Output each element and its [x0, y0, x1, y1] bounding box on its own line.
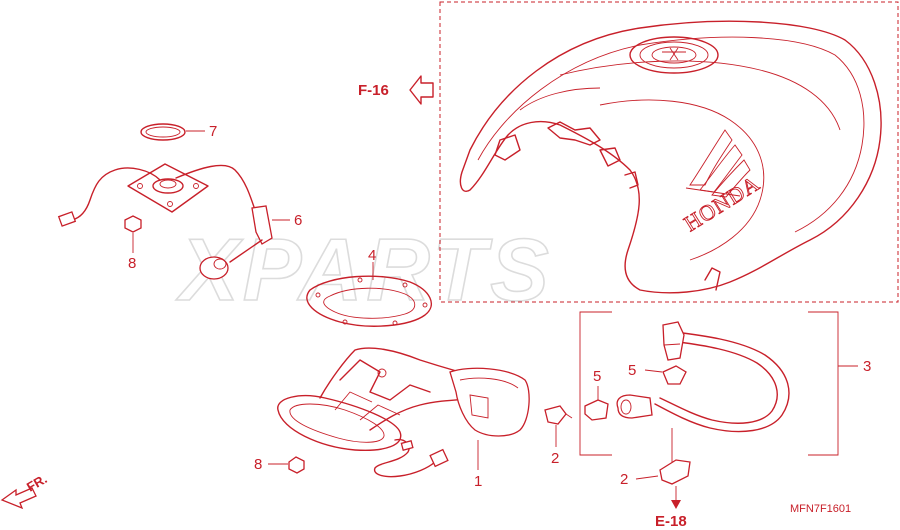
part-1-fuel-pump[interactable]: 1	[277, 347, 530, 490]
part-3-fuel-hose[interactable]: 3	[579, 311, 871, 462]
callout-3: 3	[863, 358, 871, 375]
clip-2-lower-body	[659, 459, 691, 485]
fuel-hose-elbow	[662, 321, 685, 361]
callout-2-left: 2	[551, 450, 559, 467]
fuel-tank-dashed-frame	[439, 1, 899, 303]
ref-e18-label: E-18	[655, 513, 687, 530]
part-8-nut-upper[interactable]: 8	[124, 215, 142, 272]
fuel-cap-inner	[651, 46, 697, 64]
part-5-clip-upper[interactable]: 5	[628, 362, 687, 385]
setting-plate-inner	[323, 287, 416, 319]
nut-body	[124, 215, 142, 233]
fuel-unit-arm	[251, 205, 273, 245]
fuel-pump-frame-b	[334, 391, 401, 421]
fuel-tank-side-panel	[599, 99, 765, 261]
fuel-unit-plate	[127, 163, 209, 213]
harness-connector	[57, 211, 77, 227]
part-3-bracket-line	[579, 311, 612, 456]
ref-f16[interactable]: F-16	[358, 75, 434, 105]
clip-left-body	[544, 405, 567, 425]
part-6-fuel-unit[interactable]: 6	[57, 163, 303, 280]
callout-8-lower: 8	[254, 456, 262, 473]
fuel-tank-mount-left	[494, 134, 521, 161]
fuel-tank-hook	[624, 171, 639, 189]
fuel-tank-inner-edge	[477, 36, 865, 233]
front-direction-indicator: FR.	[0, 471, 50, 510]
watermark-text: XPARTS	[175, 220, 553, 319]
fuel-pump-flange-inner	[289, 403, 385, 443]
setting-plate-outer	[306, 275, 432, 327]
part-5-clip-left[interactable]: 5	[584, 368, 609, 421]
callout-2-lower: 2	[620, 471, 628, 488]
fuel-pump-frame-a	[339, 359, 431, 401]
callout-5-left: 5	[593, 368, 601, 385]
ref-e18[interactable]: E-18	[655, 486, 687, 530]
fuel-unit-float	[199, 256, 229, 280]
fuel-pump-flange	[277, 394, 402, 452]
o-ring-outer	[140, 123, 186, 141]
fuel-tank-crease	[559, 60, 841, 131]
part-2-clip-lower[interactable]: 2	[620, 459, 691, 488]
part-8-nut-lower[interactable]: 8	[254, 456, 305, 474]
callout-6: 6	[294, 212, 302, 229]
fuel-pump-connector	[429, 448, 449, 468]
callout-1: 1	[474, 473, 482, 490]
callout-5-upper: 5	[628, 362, 636, 379]
clip-5-left-body	[584, 399, 609, 421]
fuel-tank-mount-right	[599, 147, 621, 167]
direction-arrow-icon	[0, 487, 37, 510]
fuel-hose-tube-outer	[654, 331, 790, 433]
callout-4: 4	[368, 247, 376, 264]
part-2-clip-left[interactable]: 2	[544, 405, 573, 467]
o-ring-inner	[145, 126, 181, 138]
fuel-cap-ring	[639, 41, 709, 69]
fuel-hose-connector	[616, 394, 653, 419]
honda-wing-logo	[685, 129, 751, 198]
ref-f16-label: F-16	[358, 82, 389, 99]
clip-5-upper-body	[662, 365, 687, 385]
arrow-left-icon	[409, 75, 434, 105]
tank-brand-text: HONDA	[679, 170, 764, 236]
fuel-unit-harness	[71, 167, 161, 221]
fuel-tank-rear-tab	[704, 267, 721, 291]
part-3-bracket-right	[808, 311, 839, 456]
diagram-code: MFN7F1601	[790, 503, 851, 515]
fuel-tank-outline	[459, 20, 882, 294]
fuel-hose-tube-inner	[659, 341, 778, 424]
fuel-unit-wire	[175, 164, 256, 211]
fuel-cap-lock-icon	[662, 47, 686, 61]
part-4-setting-plate[interactable]: 4	[306, 247, 432, 327]
fuel-tank-bracket	[547, 121, 601, 146]
arrow-down-icon	[671, 500, 681, 509]
fuel-unit-hub	[152, 178, 184, 194]
fuel-cap-outer	[629, 36, 719, 74]
part-7-o-ring[interactable]: 7	[140, 123, 217, 141]
fuel-tank-crease-2	[519, 87, 601, 111]
callout-7: 7	[209, 123, 217, 140]
fuel-pump-body	[449, 367, 530, 437]
nut-lower-body	[288, 456, 305, 474]
fuel-unit-rod	[229, 239, 263, 263]
callout-8-upper: 8	[128, 255, 136, 272]
